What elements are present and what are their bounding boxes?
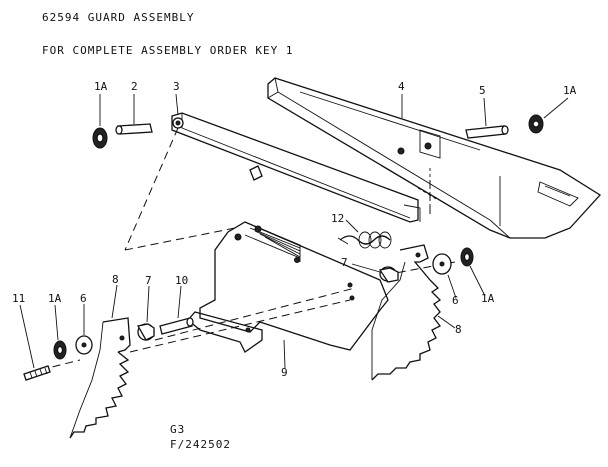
spreader-plate — [187, 221, 389, 353]
label-8-left: 8 — [112, 273, 119, 286]
support-arm — [171, 112, 421, 223]
callout-labels: 1A 2 3 4 5 1A 12 7 6 1A 8 9 10 7 8 6 1A … — [12, 80, 577, 379]
label-7-right: 7 — [341, 256, 348, 269]
label-8-right: 8 — [455, 323, 462, 336]
label-3: 3 — [173, 80, 180, 93]
top-left-hardware — [92, 123, 153, 149]
diagram-title: 62594 GUARD ASSEMBLY — [42, 11, 195, 24]
leader-lines — [19, 93, 569, 369]
label-6-left: 6 — [80, 292, 87, 305]
label-5: 5 — [479, 84, 486, 97]
footer-code: G3 — [170, 423, 186, 436]
alignment-lines — [39, 127, 456, 371]
top-right-hardware — [465, 114, 544, 139]
label-10: 10 — [175, 274, 188, 287]
guard-housing — [267, 77, 602, 239]
label-11: 11 — [12, 292, 25, 305]
spring — [337, 231, 392, 249]
right-riving-knife — [371, 244, 442, 381]
right-hardware — [378, 247, 474, 283]
label-1a-right: 1A — [481, 292, 495, 305]
label-7-left: 7 — [145, 274, 152, 287]
label-6-right: 6 — [452, 294, 459, 307]
footer-drawing-number: F/242502 — [170, 438, 231, 451]
label-9: 9 — [281, 366, 288, 379]
label-1a-top-right: 1A — [563, 84, 577, 97]
label-4: 4 — [398, 80, 405, 93]
left-hardware — [23, 317, 194, 381]
label-1a-left: 1A — [48, 292, 62, 305]
left-riving-knife — [69, 317, 131, 439]
diagram-subtitle: FOR COMPLETE ASSEMBLY ORDER KEY 1 — [42, 44, 294, 57]
label-12: 12 — [331, 212, 344, 225]
label-2: 2 — [131, 80, 138, 93]
label-1a-top-left: 1A — [94, 80, 108, 93]
